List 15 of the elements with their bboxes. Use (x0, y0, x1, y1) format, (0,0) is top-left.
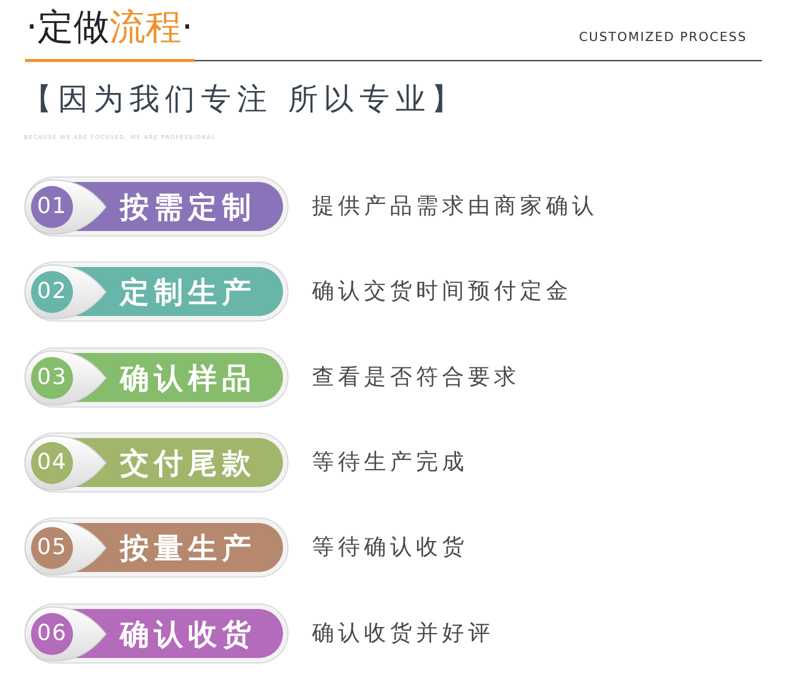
step-description: 查看是否符合要求 (312, 364, 520, 392)
step-title: 按量生产 (120, 530, 256, 568)
step-title: 交付尾款 (120, 444, 256, 482)
step-title: 确认收货 (120, 616, 256, 652)
step-description: 等待确认收货 (312, 534, 468, 562)
page-title: ·定做流程· (26, 6, 193, 50)
step-title: 按需定制 (120, 189, 256, 226)
step-title: 确认样品 (120, 360, 256, 397)
slogan: 【因为我们专注 所以专业】 (22, 82, 467, 118)
step-description: 确认收货并好评 (312, 620, 494, 648)
step-description: 等待生产完成 (312, 448, 468, 477)
step-title: 定制生产 (120, 274, 256, 312)
step-description: 确认交货时间预付定金 (312, 278, 572, 306)
subtitle-english: CUSTOMIZED PROCESS (579, 29, 747, 44)
step-description: 提供产品需求由商家确认 (312, 193, 598, 221)
